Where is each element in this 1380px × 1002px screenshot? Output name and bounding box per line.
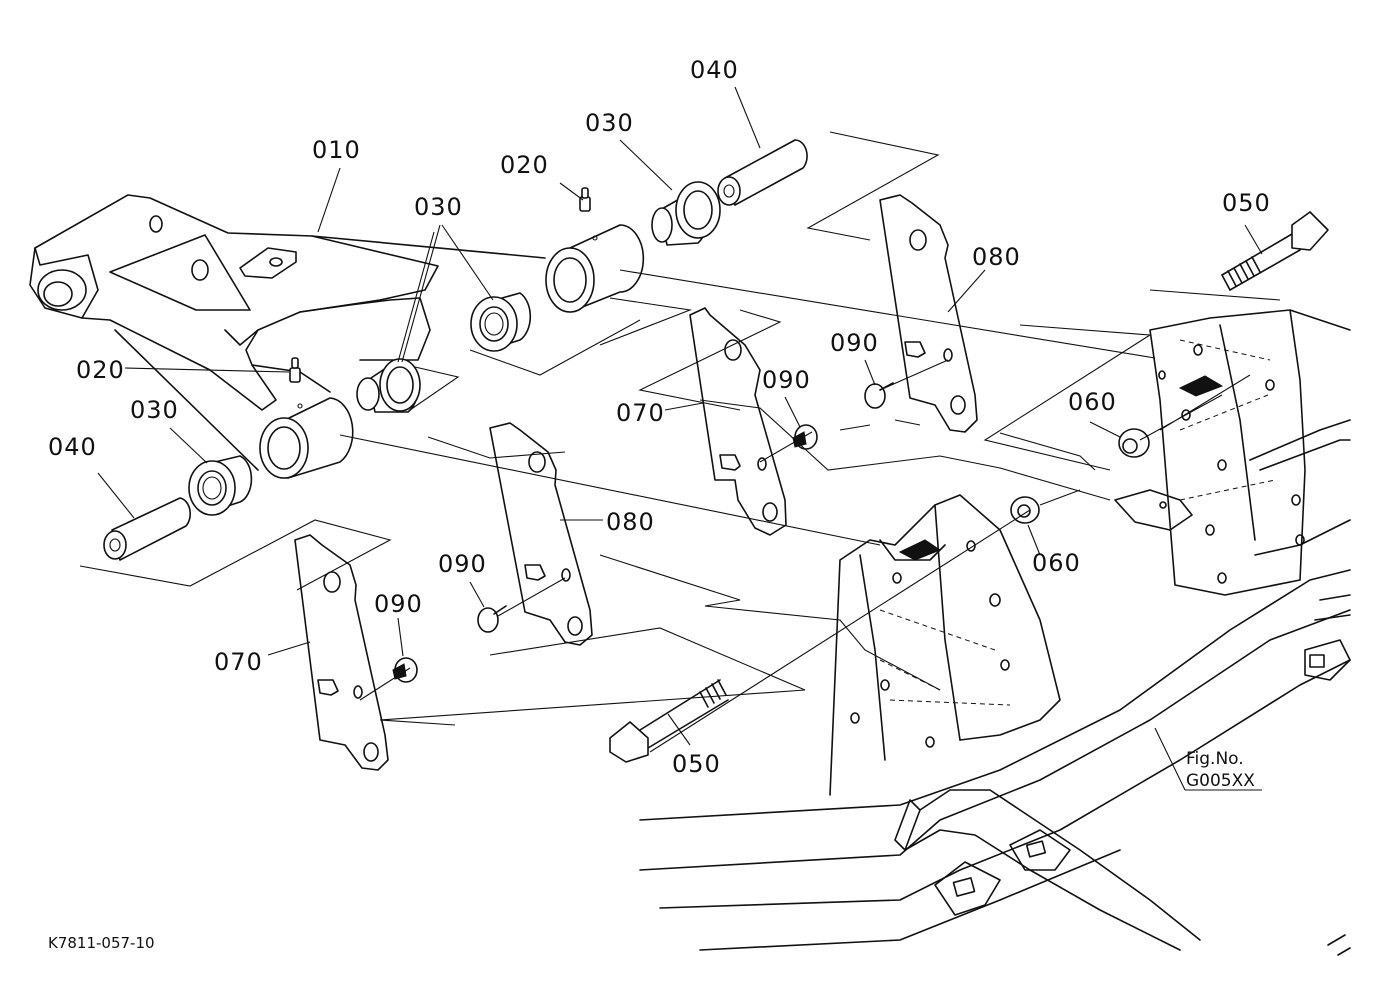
callout-030-middle: 030 [414, 193, 463, 221]
figure-number: Fig.No. G005XX [1186, 749, 1255, 791]
pin-upper-040 [717, 139, 808, 206]
tractor-frame [639, 309, 1351, 956]
callout-090-b: 090 [762, 366, 811, 394]
bushing-upper-030 [651, 181, 721, 246]
callout-050-upper: 050 [1222, 189, 1271, 217]
bolt-050-upper [1221, 211, 1329, 291]
callout-040-lower: 040 [48, 433, 97, 461]
upper-sleeve-tube [545, 224, 645, 313]
callout-040-upper: 040 [690, 56, 739, 84]
bearing-lower-030 [188, 455, 253, 516]
callout-090-a: 090 [830, 329, 879, 357]
callout-010: 010 [312, 136, 361, 164]
callout-060-lower: 060 [1032, 549, 1081, 577]
callout-070-right: 070 [616, 399, 665, 427]
grease-nipple-upper [579, 187, 591, 212]
lower-sleeve-tube [259, 397, 354, 479]
figure-code: G005XX [1186, 771, 1255, 791]
nut-060-lower [1010, 496, 1040, 524]
diagram-code: K7811-057-10 [48, 934, 155, 952]
callout-070-left: 070 [214, 648, 263, 676]
nut-060-upper [1118, 428, 1150, 458]
callout-050-lower: 050 [672, 750, 721, 778]
screw-090-c [477, 605, 507, 633]
callout-030-lower: 030 [130, 396, 179, 424]
callout-090-d: 090 [374, 590, 423, 618]
bearing-mid-030 [470, 292, 532, 352]
arrow-lower [898, 539, 942, 561]
bolt-050-lower [609, 679, 729, 763]
callout-020-upper: 020 [500, 151, 549, 179]
plate-070-left [294, 534, 389, 771]
callout-020-lower: 020 [76, 356, 125, 384]
plate-070-right [689, 307, 787, 536]
screw-090-b [792, 424, 818, 450]
bushing-mid-030 [356, 358, 421, 413]
callout-030-upper: 030 [585, 109, 634, 137]
pin-lower-040 [103, 497, 192, 561]
callout-090-c: 090 [438, 550, 487, 578]
callout-080-center: 080 [606, 508, 655, 536]
callout-labels: 010 020 020 030 030 030 040 040 050 050 … [48, 56, 1271, 778]
figure-label: Fig.No. [1186, 749, 1244, 769]
screw-090-a [864, 382, 894, 409]
assembly-guide-lines [79, 131, 1281, 753]
plate-080-center [489, 422, 593, 646]
callout-080-right: 080 [972, 243, 1021, 271]
leader-lines [97, 86, 1263, 791]
arrow-upper [1178, 375, 1224, 397]
grease-nipple-lower [289, 357, 301, 383]
callout-060-upper: 060 [1068, 388, 1117, 416]
screw-090-d [392, 657, 418, 683]
lift-arm-part-010 [29, 194, 546, 471]
plate-080-right [879, 194, 978, 433]
